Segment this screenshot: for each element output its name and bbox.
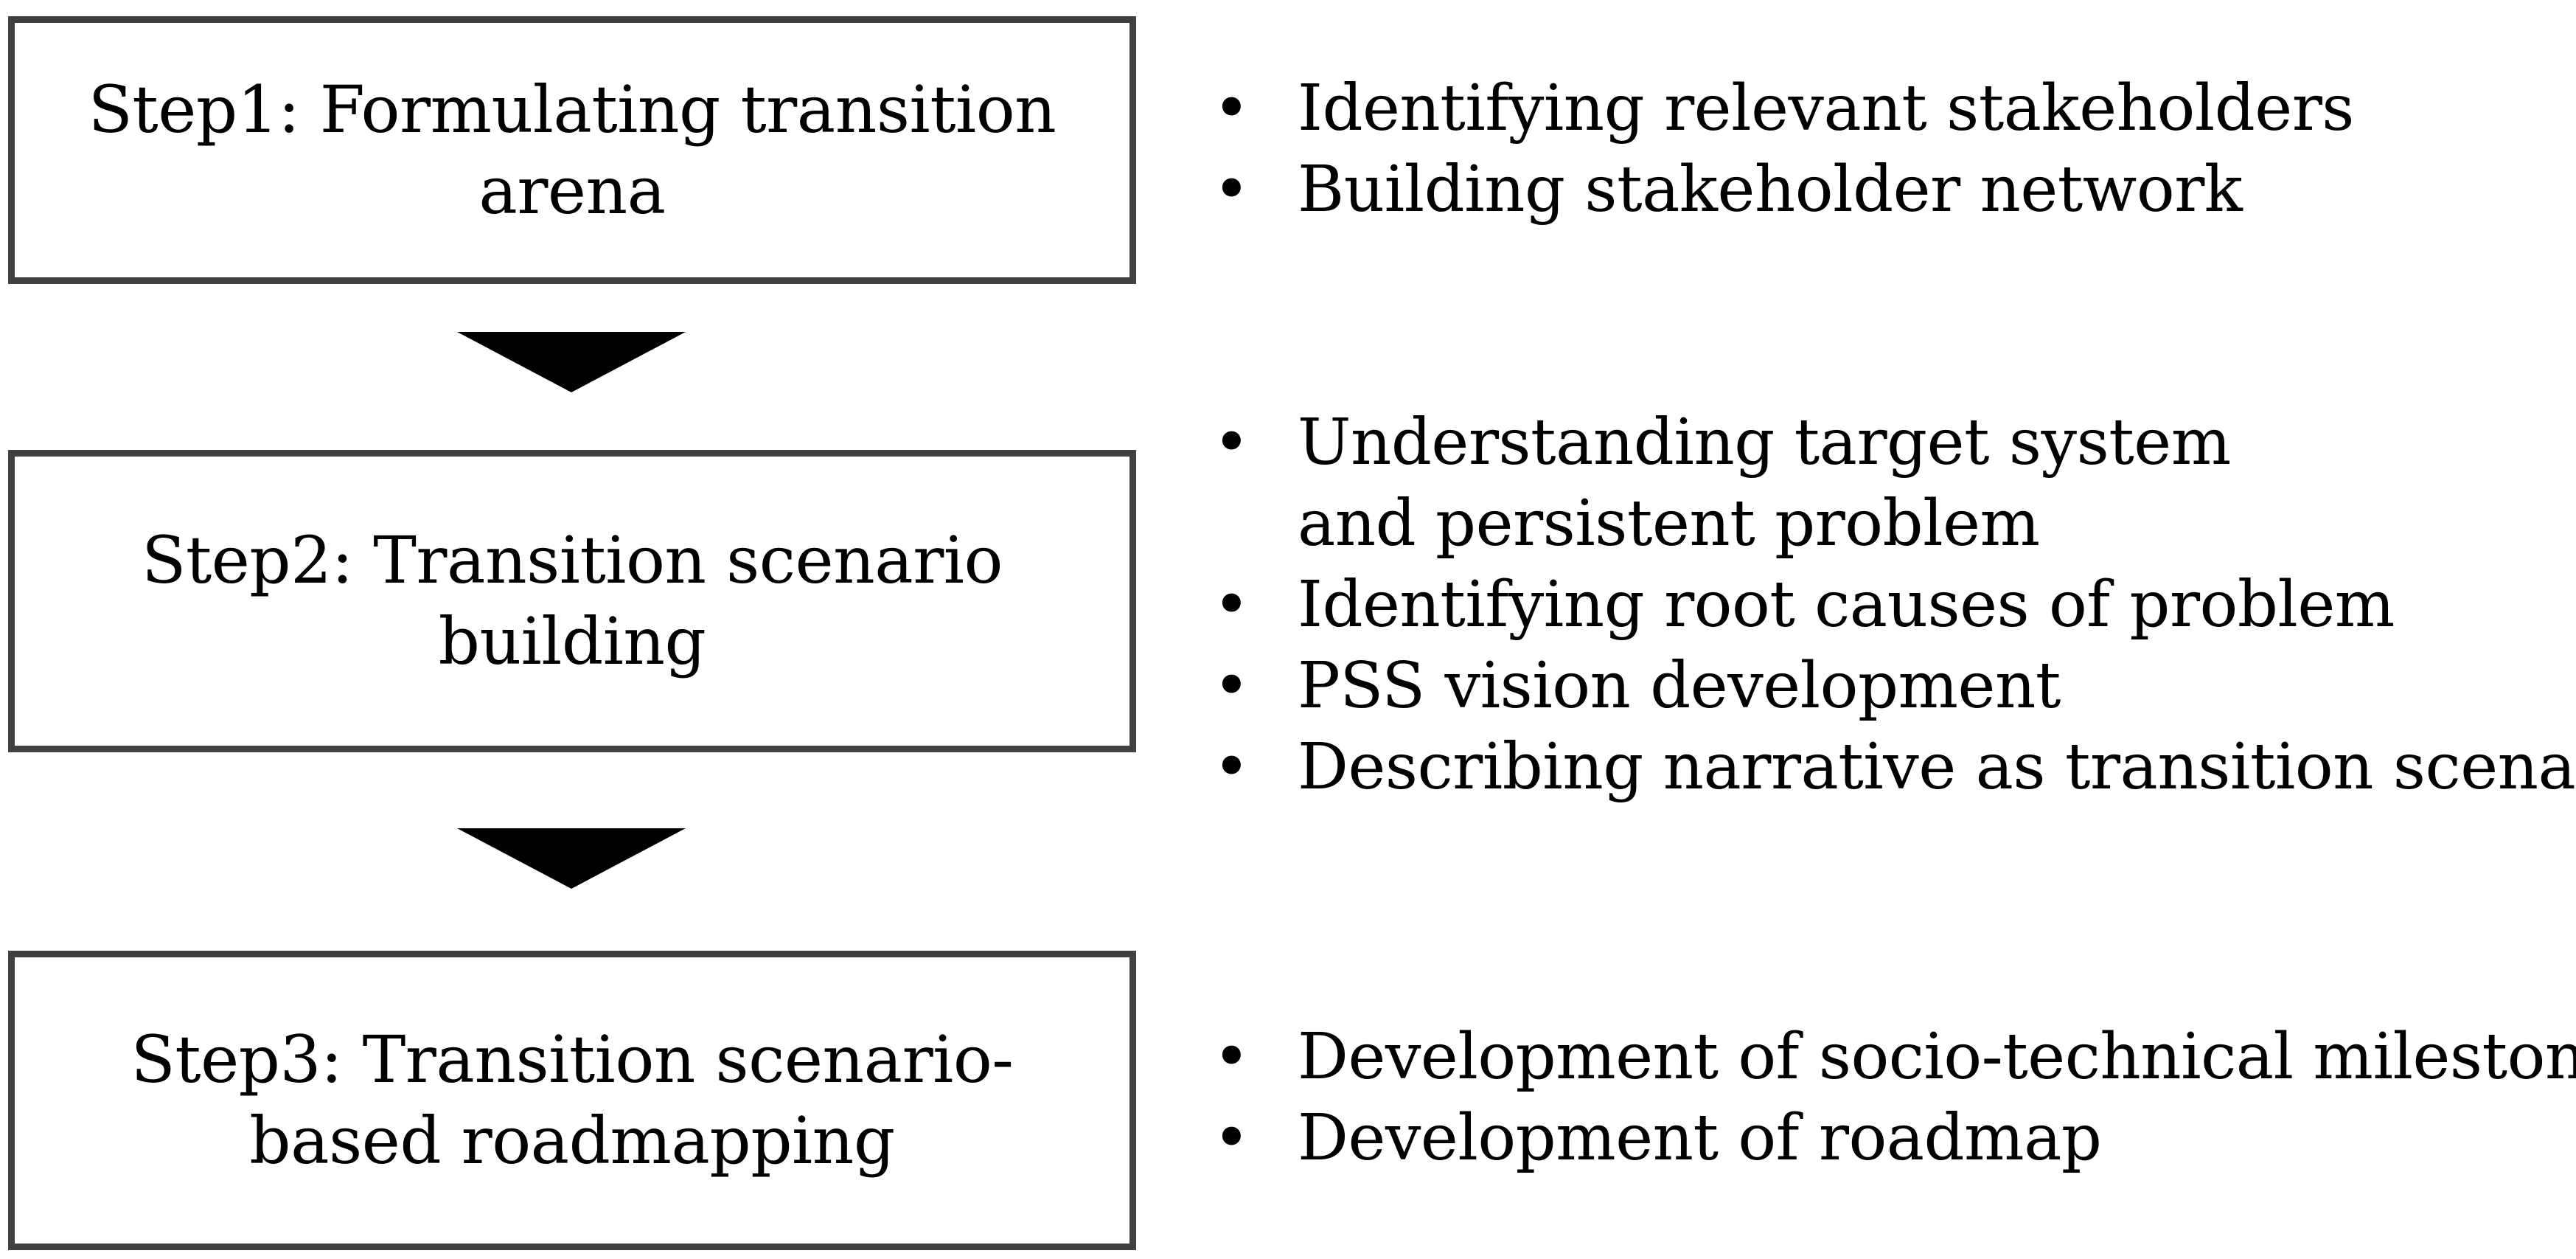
bullet-icon: • — [1213, 1020, 1250, 1094]
bullet-icon: • — [1213, 568, 1250, 642]
bullet-text: Building stakeholder network — [1298, 153, 2243, 226]
down-arrow-icon — [457, 332, 686, 392]
bullet-item: • Understanding target system and persis… — [1209, 402, 2576, 564]
bullet-text: Identifying relevant stakeholders — [1298, 72, 2354, 145]
step-3-label: Step3: Transition scenario-based roadmap… — [130, 1022, 1014, 1179]
bullet-text: PSS vision development — [1298, 649, 2061, 723]
step-3-bullet-list: • Development of socio-technical milesto… — [1209, 1016, 2576, 1179]
bullet-text: Development of socio-technical milestone… — [1298, 1020, 2576, 1094]
bullet-text: Describing narrative as transition scena… — [1298, 730, 2576, 804]
step-2-box: Step2: Transition scenario building — [8, 450, 1136, 752]
bullet-text: Development of roadmap — [1298, 1101, 2102, 1175]
bullet-item: • Building stakeholder network — [1209, 149, 2354, 230]
bullet-item: • Describing narrative as transition sce… — [1209, 726, 2576, 808]
bullet-item: • PSS vision development — [1209, 645, 2576, 726]
bullet-icon: • — [1213, 406, 1250, 479]
bullet-item: • Identifying relevant stakeholders — [1209, 68, 2354, 149]
bullet-item: • Identifying root causes of problem — [1209, 564, 2576, 645]
bullet-icon: • — [1213, 730, 1250, 804]
down-arrow-icon — [457, 828, 686, 889]
step-3-box: Step3: Transition scenario-based roadmap… — [8, 951, 1136, 1250]
step-1-bullet-list: • Identifying relevant stakeholders • Bu… — [1209, 68, 2354, 230]
step-1-box: Step1: Formulating transition arena — [8, 16, 1136, 284]
bullet-icon: • — [1213, 1101, 1250, 1175]
bullet-icon: • — [1213, 153, 1250, 226]
bullet-item: • Development of socio-technical milesto… — [1209, 1016, 2576, 1097]
bullet-text: Identifying root causes of problem — [1298, 568, 2395, 642]
step-1-label: Step1: Formulating transition arena — [88, 71, 1056, 229]
bullet-icon: • — [1213, 72, 1250, 145]
bullet-text: Understanding target system and persiste… — [1298, 406, 2231, 561]
step-2-label: Step2: Transition scenario building — [142, 522, 1003, 679]
bullet-item: • Development of roadmap — [1209, 1097, 2576, 1179]
step-2-bullet-list: • Understanding target system and persis… — [1209, 402, 2576, 808]
bullet-icon: • — [1213, 649, 1250, 723]
